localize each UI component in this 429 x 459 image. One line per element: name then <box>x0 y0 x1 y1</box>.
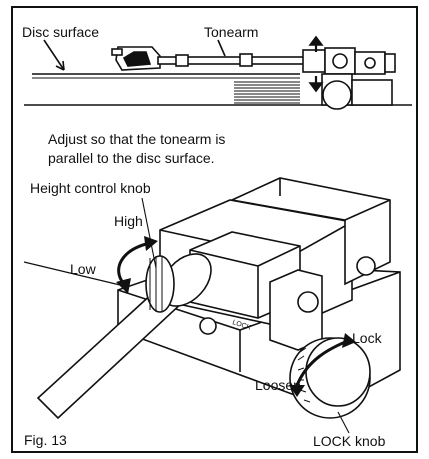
side-view <box>24 35 412 110</box>
height-control-knob-label: Height control knob <box>30 180 151 196</box>
disc-surface-label: Disc surface <box>22 24 100 40</box>
instruction-line-2: parallel to the disc surface. <box>48 150 215 166</box>
knob-leader <box>141 197 157 269</box>
lock-knob-label: LOCK knob <box>313 433 386 449</box>
perspective-view <box>23 177 401 434</box>
pivot-block <box>302 49 326 73</box>
low-label: Low <box>70 261 96 277</box>
lock-knob-leader <box>337 411 350 434</box>
instruction-text: Adjust so that the tonearm is parallel t… <box>48 130 298 168</box>
high-low-arrow <box>117 241 151 285</box>
height-control-knob <box>145 255 175 313</box>
record-stack <box>234 81 300 104</box>
side-screw <box>356 256 376 276</box>
tonearm-pointer <box>217 39 226 57</box>
tonearm-label: Tonearm <box>204 24 259 40</box>
lock-label: Lock <box>352 330 382 346</box>
loosen-label: Loosen <box>255 377 301 393</box>
high-label: High <box>114 213 143 229</box>
height-knob-side <box>322 80 352 110</box>
disc-arrow <box>43 39 65 71</box>
figure-number: Fig. 13 <box>24 432 67 448</box>
instruction-line-1: Adjust so that the tonearm is <box>48 131 226 147</box>
